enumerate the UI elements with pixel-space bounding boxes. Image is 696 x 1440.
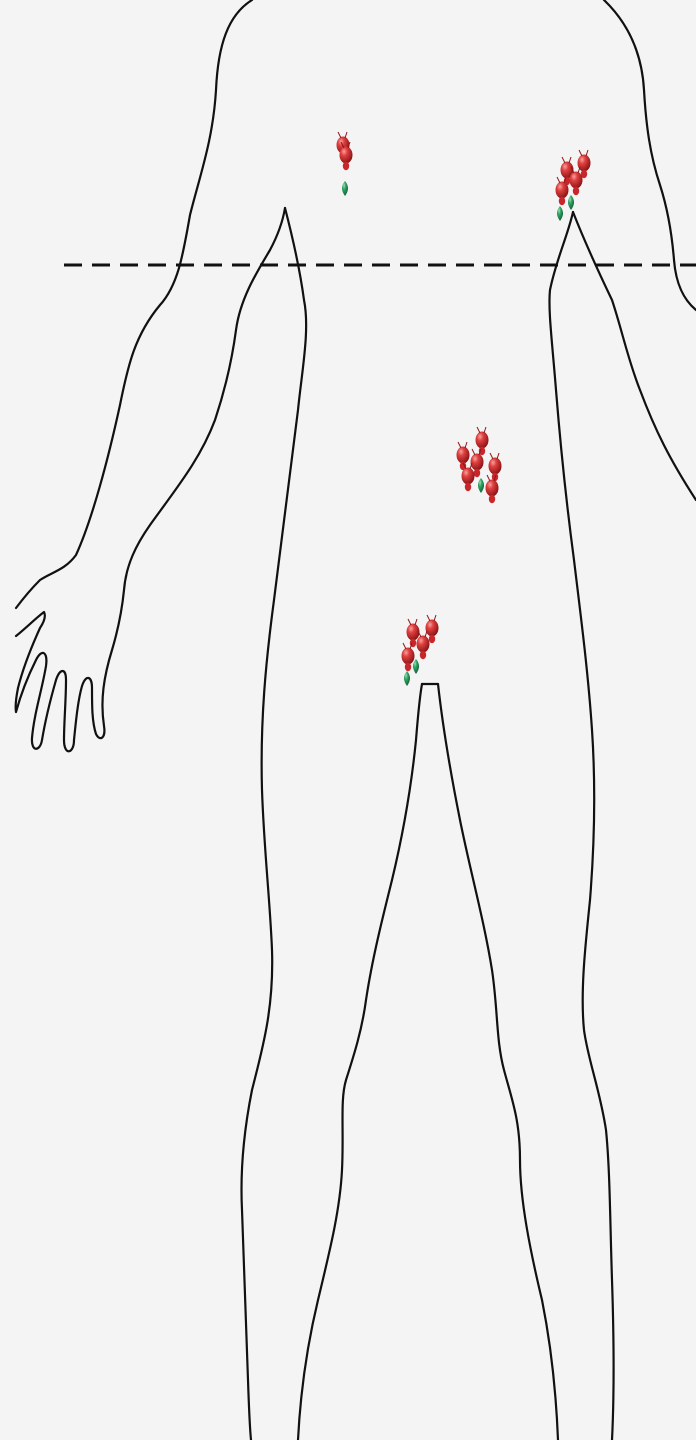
pathogen-cluster-abdomen [457,427,502,503]
inner-left-leg-outline [298,684,422,1440]
inner-right-leg-outline [438,684,558,1440]
pathogen-cluster-left-armpit [337,132,353,196]
right-torso-leg-outline [549,212,613,1440]
pathogen-cluster-right-armpit [556,150,591,221]
left-torso-leg-outline [241,208,306,1440]
left-shoulder-outline [16,0,252,608]
right-shoulder-outline [573,212,696,500]
left-hand-outline [16,208,285,751]
body-outline [16,0,696,1440]
pathogen-cluster-groin [402,615,439,686]
